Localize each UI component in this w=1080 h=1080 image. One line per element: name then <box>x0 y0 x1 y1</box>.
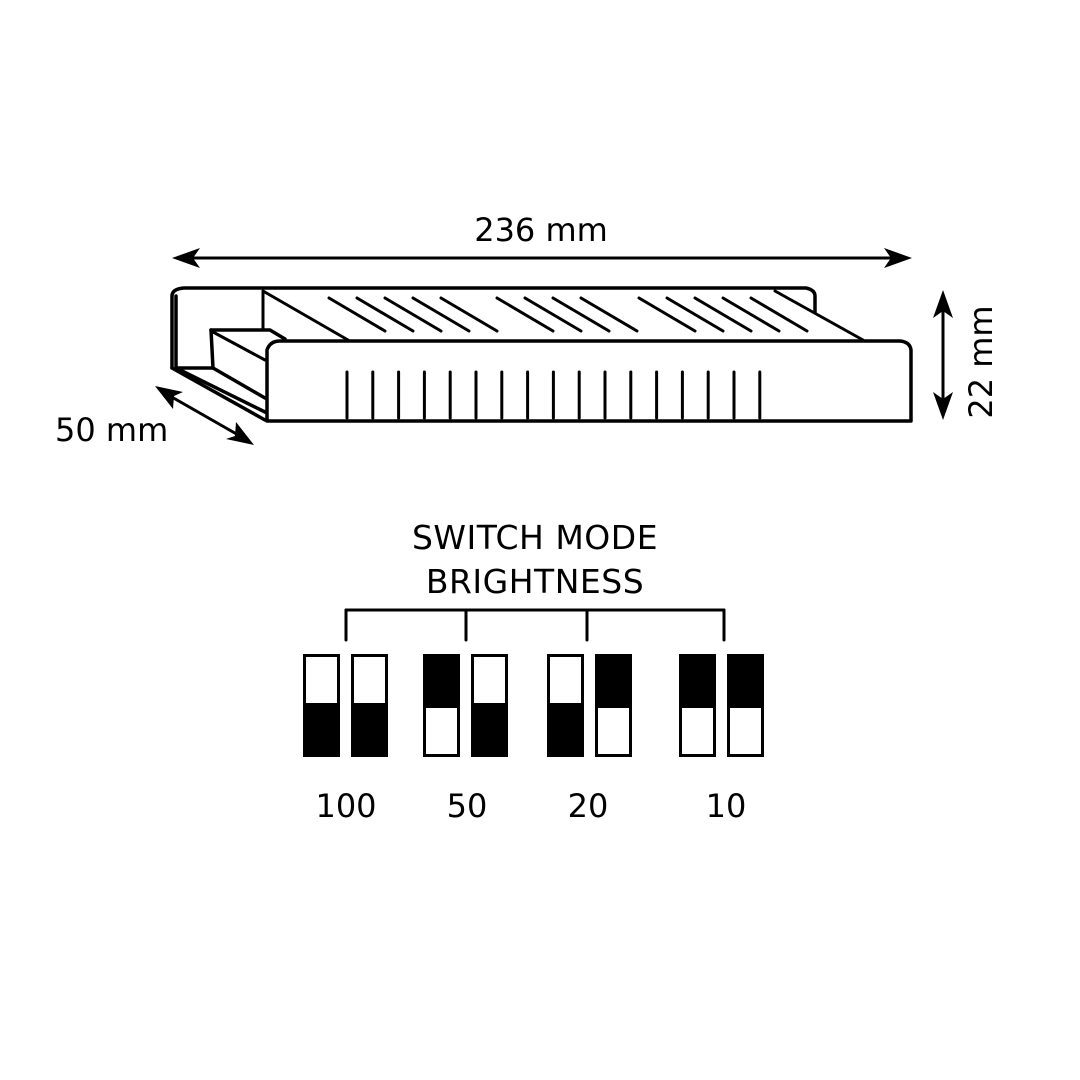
dip-switch-window <box>426 708 457 754</box>
height-dimension-label: 22 mm <box>962 305 1000 418</box>
switch-position-50: 50 <box>423 654 508 825</box>
depth-dimension-arrow <box>155 386 254 445</box>
depth-dimension-label: 50 mm <box>55 411 168 449</box>
dip-switch-window <box>354 657 385 703</box>
width-dimension-arrow <box>172 248 912 268</box>
brightness-title: BRIGHTNESS <box>426 562 644 601</box>
dip-switch-window <box>306 657 337 703</box>
dip-switch-panel: 100 50 20 10 <box>303 654 764 825</box>
brightness-value-label: 100 <box>315 787 376 825</box>
brightness-value-label: 50 <box>447 787 488 825</box>
switch-position-100: 100 <box>303 654 388 825</box>
dip-switch-window <box>730 708 761 754</box>
switch-mode-title: SWITCH MODE <box>412 518 658 557</box>
switch-position-10: 10 <box>679 654 764 825</box>
switch-position-20: 20 <box>547 654 632 825</box>
front-vent-slots <box>345 370 762 420</box>
dip-switch-window <box>682 708 713 754</box>
dip-switch-window <box>474 657 505 703</box>
width-dimension-label: 236 mm <box>474 211 608 249</box>
switch-group-bracket <box>344 608 726 642</box>
brightness-value-label: 20 <box>568 787 609 825</box>
dip-switch-window <box>550 657 581 703</box>
top-vent-slots <box>327 296 809 333</box>
dip-switch-window <box>598 708 629 754</box>
power-supply-drawing <box>170 286 913 423</box>
height-dimension-arrow <box>933 290 953 420</box>
brightness-value-label: 10 <box>706 787 747 825</box>
